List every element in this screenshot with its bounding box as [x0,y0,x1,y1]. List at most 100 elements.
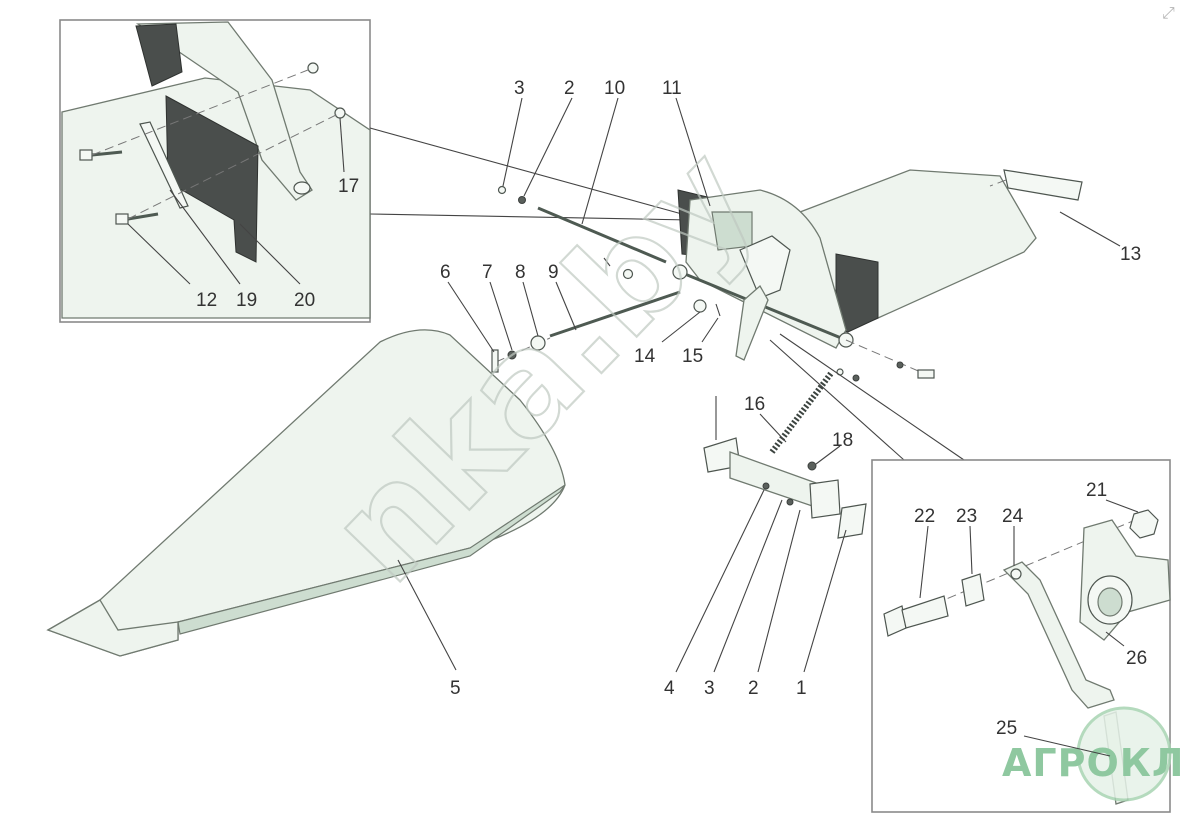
expand-icon[interactable]: ⤢ [1162,5,1175,22]
callout-2-bottom: 2 [748,678,759,699]
callout-2-top: 2 [564,78,575,99]
rod-10 [537,206,667,264]
arm-24 [1002,561,1115,709]
spring-nut [852,374,860,382]
plate-mid [809,479,841,519]
tube-bore [1097,587,1123,617]
washer-right [896,361,904,369]
inset-left-connector-top [369,127,683,215]
inset-right-connector-a [769,339,905,461]
nut-upper [307,62,319,74]
leader-21 [1105,499,1139,513]
callout-22: 22 [914,506,935,527]
inset-left-connector-bottom [369,213,691,221]
leader-18 [815,445,841,465]
pivot-hole [293,181,311,195]
callout-17: 17 [338,176,359,197]
leader-4 [675,489,765,673]
leader-1 [803,529,847,673]
divider-lower-edge [177,484,566,635]
callout-14: 14 [634,346,656,367]
bolt-3-top [497,185,507,195]
callout-4: 4 [664,678,675,699]
callout-7: 7 [482,262,493,283]
callout-12: 12 [196,290,217,311]
nut-21 [1129,509,1159,539]
leader-25 [1023,735,1111,757]
callout-13: 13 [1120,244,1141,265]
leader-6 [447,281,495,353]
bolt-right [917,369,935,379]
pin-small [603,257,611,267]
leader-23 [969,525,973,575]
callout-15: 15 [682,346,703,367]
plate-1 [837,503,867,539]
leader-20 [239,223,301,285]
callout-9: 9 [548,262,559,283]
washer-2-lower [786,498,794,506]
dark-strip-top [135,23,183,87]
bolt-3-lower [762,482,770,490]
callout-25: 25 [996,718,1017,739]
callout-11: 11 [662,78,682,99]
callout-16: 16 [744,394,765,415]
callout-21: 21 [1086,480,1107,501]
leader-16 [759,413,787,443]
leader-22 [919,525,929,599]
pin-6 [491,349,499,373]
leader-3-top [502,97,523,187]
callout-26: 26 [1126,648,1147,669]
washer-2-top [518,196,526,204]
inset-right: АГРОКЛ 22 23 24 21 26 25 [871,459,1184,813]
nut-7 [507,350,517,360]
nut-lower [334,107,346,119]
callout-6: 6 [440,262,451,283]
axis-lower [127,112,341,220]
leader-17 [339,117,345,173]
leader-10 [581,97,619,225]
logo-text: АГРОКЛ [1002,741,1184,785]
callout-8: 8 [515,262,526,283]
inset-right-connector-b [779,333,965,461]
spring-16 [769,370,835,454]
divider-body: 5 [46,329,566,699]
leader-3-bottom [713,499,783,673]
leader-2-top [523,97,573,197]
leader-2-bottom [757,509,801,673]
leader-14 [661,311,701,343]
leader-8 [522,281,539,337]
leader-11 [675,97,711,207]
leader-9 [555,281,577,331]
arm-hole [1010,568,1022,580]
leader-26 [1105,631,1125,647]
callout-23: 23 [956,506,977,527]
callout-20: 20 [294,290,315,311]
bracket-post [135,21,313,201]
rod-assembly: 6 7 8 9 14 15 [440,262,721,373]
callout-1: 1 [796,678,807,699]
clamp-strip [139,121,189,209]
spring-bracket-assembly: 16 18 4 3 2 1 [664,333,965,699]
leader-5 [397,559,457,671]
shaft-end-left [672,264,688,280]
callout-3-bottom: 3 [704,678,715,699]
axis-13 [989,179,1007,187]
axis-right-bolt [845,339,931,377]
nut-near-rod [622,268,634,280]
logo-circle [1076,706,1172,802]
callout-3-top: 3 [514,78,525,99]
bolt-22 [883,595,949,637]
callout-5: 5 [450,678,461,699]
hood-assembly: 13 3 2 10 11 [497,78,1141,379]
divider-tip [46,599,179,657]
rod-9 [549,290,681,338]
inset-left: 17 12 19 20 [59,19,691,323]
nut-18 [807,461,817,471]
leader-12 [127,223,191,285]
leader-7 [489,281,513,351]
leader-13 [1059,211,1121,247]
axis-upper [91,67,314,156]
leader-19 [169,189,241,285]
callout-18: 18 [832,430,853,451]
